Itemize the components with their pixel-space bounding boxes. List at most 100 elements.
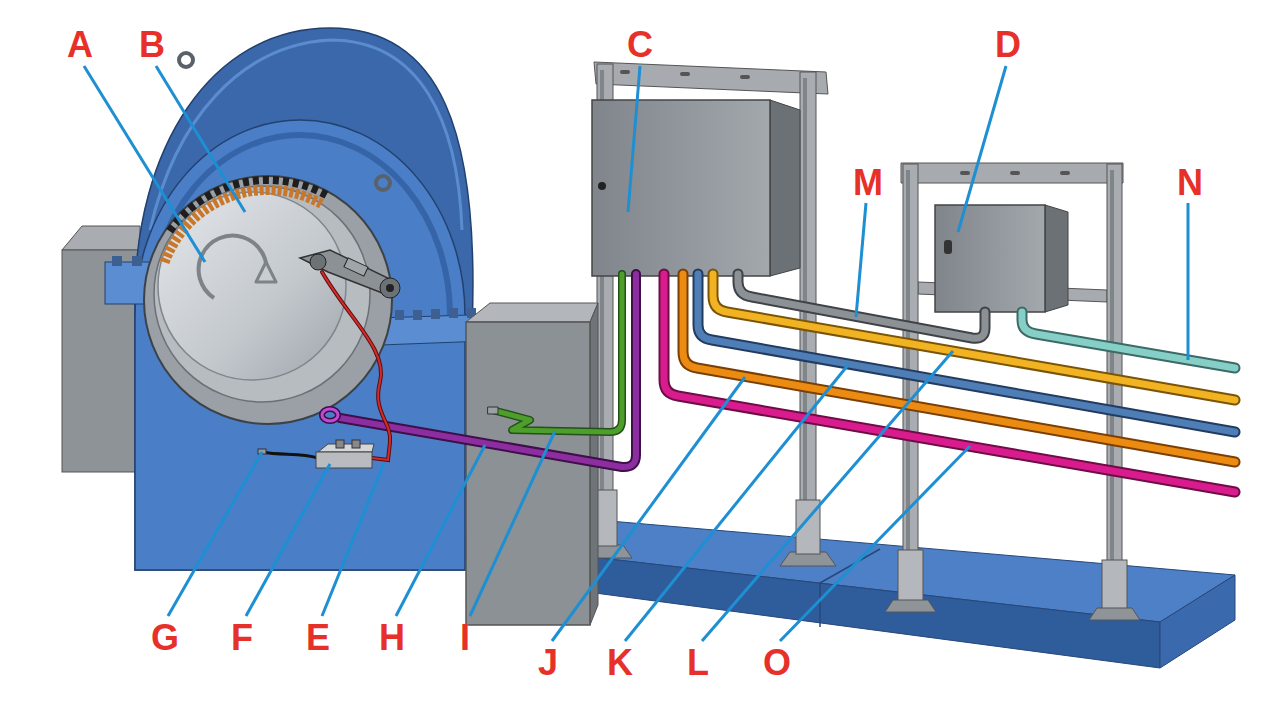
brush-holder [310, 254, 326, 270]
conduit [1022, 312, 1235, 368]
rotation-arrow [199, 236, 267, 298]
conduit [322, 409, 338, 421]
support-frame [885, 600, 936, 612]
callout-letter: A [67, 27, 93, 63]
leader-line [396, 445, 485, 616]
junction-box [944, 240, 952, 254]
concrete-base [512, 520, 1235, 668]
concrete-base [819, 583, 821, 627]
support-frame [898, 550, 923, 602]
end-cover [144, 176, 392, 424]
junction-box [935, 205, 1045, 312]
conduit [488, 407, 498, 414]
conduit [322, 409, 338, 421]
conduit [340, 274, 636, 467]
slip-ring-brushes [165, 190, 323, 262]
control-cabinet [598, 182, 606, 190]
generator-housing [135, 120, 465, 570]
brush-holder [380, 278, 400, 298]
generator-housing [376, 176, 390, 190]
callout-letter: H [379, 620, 405, 656]
brush-holder [300, 250, 400, 298]
terminal-box [466, 303, 598, 322]
callout-letter: C [627, 27, 653, 63]
conduit [1022, 312, 1235, 368]
leader-line [246, 464, 330, 616]
callout-letter: G [151, 620, 179, 656]
flange-bolts [449, 308, 458, 318]
cable [258, 272, 390, 460]
terminal-block [336, 440, 344, 448]
brush-holder [344, 258, 368, 276]
leader-line [856, 203, 866, 317]
rotation-arrow [199, 236, 276, 298]
leader-line [552, 377, 745, 641]
cable [262, 452, 318, 458]
callout-letter: J [538, 645, 558, 681]
callout-letter: K [607, 645, 633, 681]
leader-line [156, 66, 245, 212]
callout-letter: F [231, 620, 253, 656]
generator-housing [135, 28, 473, 570]
slip-ring-brushes [165, 180, 328, 262]
support-frame [740, 75, 750, 79]
side-enclosure [62, 226, 140, 250]
leader-line [628, 66, 640, 212]
support-frame [960, 171, 970, 175]
callout-letter: I [460, 620, 470, 656]
terminal-block [316, 452, 372, 468]
conduit [683, 274, 1235, 462]
conduit [683, 274, 1235, 462]
callout-letter: N [1177, 165, 1203, 201]
leader-line [84, 66, 205, 262]
leader-lines [84, 66, 1188, 641]
support-frame [578, 62, 836, 566]
callout-letter: O [763, 645, 791, 681]
flange-bolts [132, 256, 142, 266]
leader-line [958, 66, 1006, 232]
callout-letter: E [306, 620, 330, 656]
flange-bolts [413, 310, 422, 320]
terminal-block [352, 440, 360, 448]
support-frame [901, 163, 1123, 183]
conduit [664, 274, 1235, 492]
conduit [738, 274, 985, 338]
support-frame [680, 72, 690, 76]
junction-box [1045, 205, 1068, 312]
support-frame [594, 62, 828, 94]
conduit [738, 274, 985, 338]
rotation-arrow [256, 262, 276, 282]
control-cabinet [770, 100, 800, 276]
leader-line [702, 351, 953, 641]
generator-housing [179, 53, 193, 67]
control-cabinet [592, 100, 770, 276]
leader-line [168, 452, 262, 616]
conduit [496, 274, 622, 432]
end-cover [144, 176, 392, 424]
flange-bolts [395, 310, 404, 320]
end-cover [158, 192, 346, 380]
callout-letter: M [853, 165, 883, 201]
conduit [496, 274, 622, 432]
cable [322, 272, 390, 460]
support-frame [803, 78, 807, 548]
leader-line [1187, 203, 1190, 360]
support-frame [1089, 608, 1140, 620]
support-frame [903, 164, 918, 600]
flange-bolts [112, 256, 122, 266]
control-cabinet [592, 100, 800, 276]
cable [322, 272, 390, 460]
support-frame [620, 70, 630, 74]
slip-ring-brushes [170, 180, 328, 231]
support-frame [1010, 171, 1020, 175]
conduit [340, 274, 636, 467]
support-frame [906, 170, 910, 596]
leader-line [470, 431, 555, 616]
conduit [664, 274, 1235, 492]
terminal-block [318, 444, 374, 452]
terminal-block [316, 440, 374, 468]
terminal-box [466, 322, 590, 625]
concrete-base [1160, 575, 1235, 668]
